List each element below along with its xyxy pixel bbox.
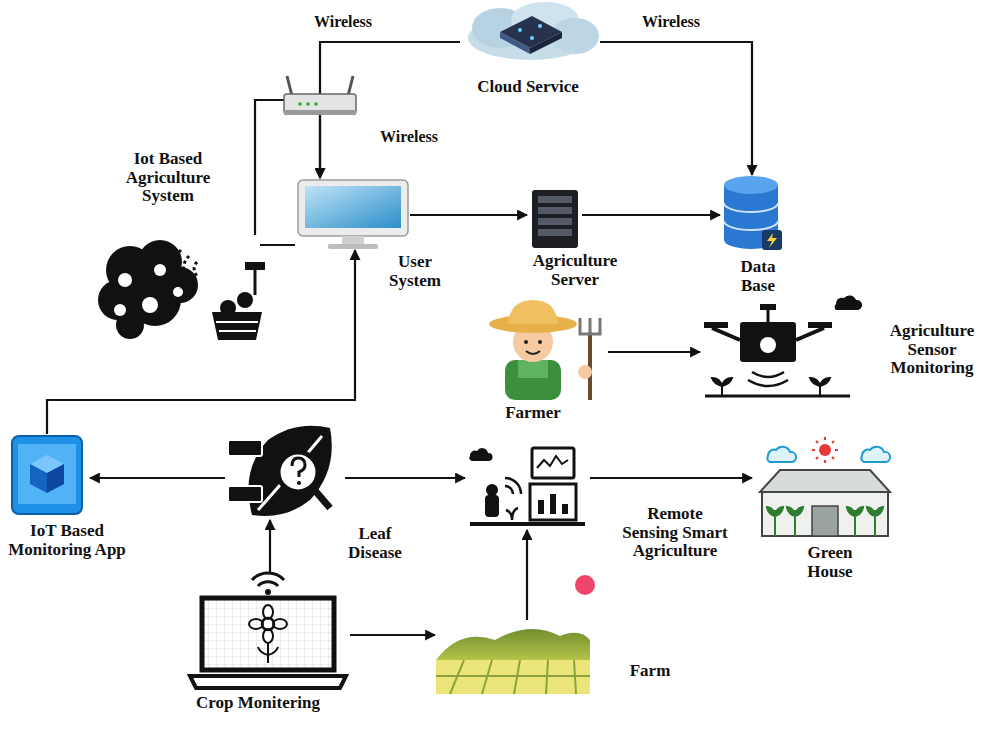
connector-arrow	[410, 214, 527, 216]
icon-node: Agriculture Server	[527, 190, 582, 248]
node-label: Leaf Disease	[339, 525, 411, 562]
icon-node: Data Base	[720, 175, 782, 255]
icon-node: Farmer	[478, 300, 608, 400]
database-icon	[724, 176, 782, 250]
drone-sensor-icon	[704, 295, 862, 396]
icon-node: Agriculture Sensor Monitoring	[700, 298, 850, 398]
node-label: Farmer	[488, 404, 578, 423]
icon-node: Cloud Service	[460, 2, 600, 68]
connector-arrow	[47, 250, 355, 434]
icon-node: Green House	[752, 436, 892, 540]
connector-arrow	[90, 477, 225, 479]
pink-dot	[575, 575, 595, 595]
node-label: Crop Monitering	[193, 694, 323, 713]
node-label: Data Base	[727, 258, 789, 295]
phone-icon	[12, 436, 82, 514]
laptop-crop-icon	[190, 573, 346, 688]
connector-arrow	[345, 477, 465, 479]
link-label: Wireless	[378, 128, 440, 146]
node-label: IoT Based Monitoring App	[2, 522, 132, 559]
remote-sensing-icon	[469, 448, 585, 524]
cloud-icon	[468, 2, 599, 60]
connector-arrow	[526, 530, 528, 620]
monitor-icon	[298, 180, 408, 249]
icon-node: Leaf Disease	[225, 425, 345, 520]
connector-arrow	[350, 634, 435, 636]
node-label: Green House	[794, 544, 866, 581]
icon-node: Iot Based Agriculture System	[100, 235, 260, 340]
connector-arrow	[260, 244, 295, 246]
node-label: Iot Based Agriculture System	[108, 150, 228, 206]
icon-node: Farm	[435, 620, 590, 695]
edge-label: Wireless	[640, 13, 702, 31]
node-label: Agriculture Sensor Monitoring	[867, 322, 997, 378]
greenhouse-icon	[760, 437, 890, 536]
connector-arrow	[269, 520, 271, 572]
leaf-disease-icon	[228, 426, 332, 516]
server-icon	[532, 190, 578, 248]
connector-arrow	[608, 351, 700, 353]
node-label: User System	[379, 253, 451, 290]
node-label: Agriculture Server	[515, 252, 635, 289]
icon-node: User System	[295, 178, 410, 250]
icon-node: Remote Sensing Smart Agriculture	[465, 445, 590, 530]
farmer-icon	[489, 300, 600, 400]
node-label: Cloud Service	[468, 78, 588, 97]
connector-arrow	[590, 477, 752, 479]
connector-arrow	[582, 214, 720, 216]
node-label: Farm	[620, 662, 680, 681]
icon-node: IoT Based Monitoring App	[8, 434, 90, 516]
edge-label: Wireless	[312, 13, 374, 31]
node-label: Remote Sensing Smart Agriculture	[620, 505, 730, 561]
connector-arrow	[600, 42, 752, 175]
tree-basket-icon	[98, 240, 265, 340]
icon-node: Crop Monitering	[185, 572, 350, 692]
farm-icon	[436, 629, 590, 694]
router-icon	[284, 76, 356, 115]
